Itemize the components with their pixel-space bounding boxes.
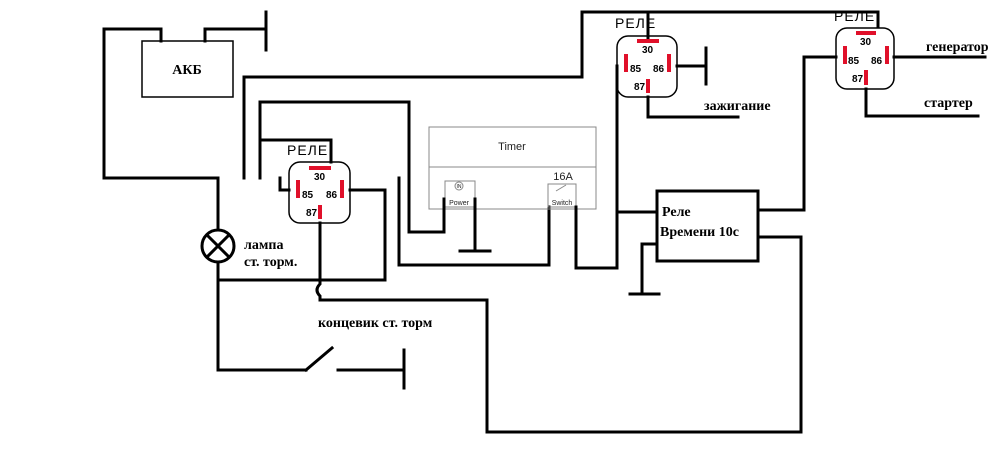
- wire-relay2-86-ground: [675, 46, 708, 86]
- time-relay: Реле Времени 10с: [655, 189, 760, 263]
- relay-1-title: РЕЛЕ: [287, 142, 328, 158]
- timer-power-label: Power: [449, 200, 470, 207]
- limit-switch-contact: [303, 345, 335, 373]
- limit-switch-label: концевик ст. торм: [318, 316, 433, 331]
- generator-label: генератор: [926, 40, 989, 55]
- wire-relay3-87-starter: [864, 87, 980, 118]
- wire-time-relay-to-relay3: [756, 55, 838, 212]
- timer-body: [428, 126, 597, 210]
- relay-1-pin87: 87: [306, 208, 318, 219]
- time-relay-label-2: Времени 10с: [660, 225, 739, 240]
- wire-relay1-85: [278, 176, 291, 192]
- relay-2-title: РЕЛЕ: [615, 15, 656, 31]
- wire-relay1-87-loop: [315, 221, 803, 434]
- battery-box: [141, 40, 234, 98]
- timer-in-led: [454, 181, 464, 191]
- timer-switch-label: Switch: [552, 200, 573, 207]
- relay-3-pin87: 87: [852, 74, 864, 85]
- relay-2: РЕЛЕ 30 85 86 87: [615, 15, 678, 98]
- timer-title: Timer: [498, 141, 526, 153]
- lamp-label-2: ст. торм.: [244, 255, 297, 270]
- ignition-label: зажигание: [704, 99, 771, 114]
- timer-module: Timer IN Power Switch 16A: [428, 126, 597, 210]
- wire-timer-switch-left: [397, 176, 551, 267]
- time-relay-body: [655, 189, 760, 263]
- relay-1-pin85: 85: [302, 190, 314, 201]
- ground-symbol-time-relay: [628, 242, 661, 296]
- relay-1-pin86: 86: [326, 190, 338, 201]
- wire-relay1-to-timer-power: [258, 100, 446, 234]
- relay-2-pin86: 86: [653, 64, 665, 75]
- time-relay-label-1: Реле: [662, 205, 691, 220]
- relay-1-pin30: 30: [314, 172, 326, 183]
- lamp-circle: [200, 228, 236, 264]
- wire-relay1-86: [348, 188, 387, 282]
- relay-3-title: РЕЛЕ: [834, 8, 875, 24]
- timer-in-label: IN: [457, 184, 462, 190]
- timer-switch-symbol: [555, 184, 567, 192]
- relay-3: РЕЛЕ 30 85 86 87: [834, 8, 895, 90]
- timer-current-label: 16A: [553, 171, 573, 183]
- wire-main-top: [242, 10, 880, 180]
- timer-power-terminal: [444, 180, 476, 208]
- brake-lamp: [200, 228, 236, 264]
- relay-2-pin87: 87: [634, 82, 646, 93]
- timer-switch-terminal: [547, 183, 577, 208]
- ground-symbol-timer: [458, 197, 492, 253]
- lamp-label-1: лампа: [244, 238, 283, 253]
- lamp-cross: [204, 232, 232, 260]
- battery: АКБ: [141, 40, 234, 98]
- starter-label: стартер: [924, 96, 973, 111]
- wire-lamp-bottom: [216, 261, 308, 372]
- wire-timer-switch-right: [574, 205, 619, 270]
- relay-3-pin30: 30: [860, 37, 872, 48]
- battery-label: АКБ: [172, 63, 202, 78]
- wire-battery-left: [102, 27, 220, 180]
- wire-relay2-87-ignition: [646, 95, 740, 119]
- relay-3-pin85: 85: [848, 56, 860, 67]
- relay-1: РЕЛЕ 30 85 86 87: [287, 142, 351, 224]
- relay-3-pin86: 86: [871, 56, 883, 67]
- relay-2-pin85: 85: [630, 64, 642, 75]
- relay-2-pin30: 30: [642, 45, 654, 56]
